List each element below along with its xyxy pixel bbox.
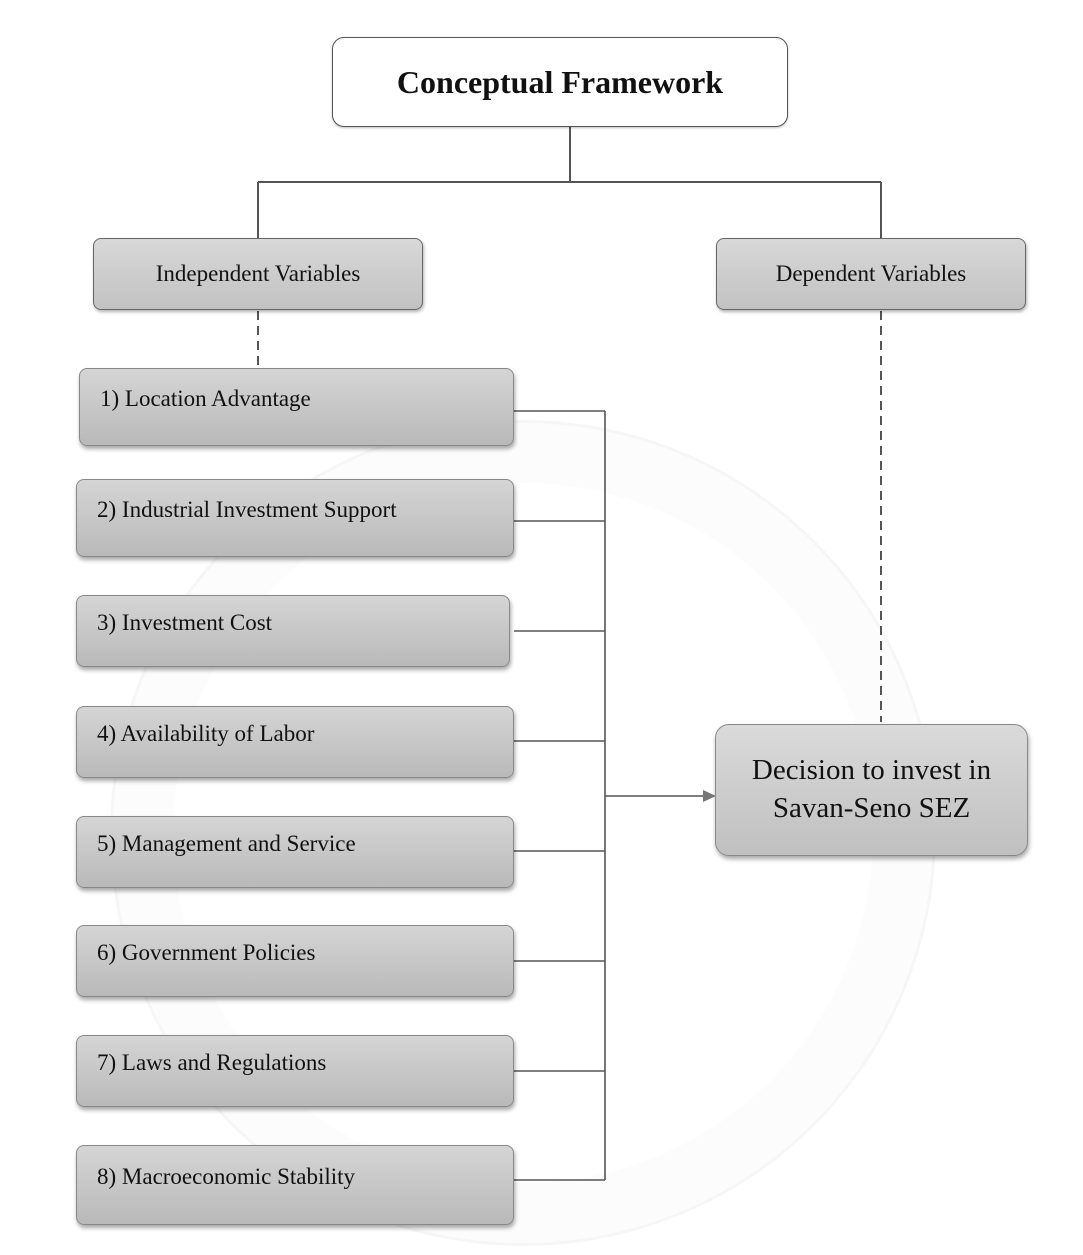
outcome-arrowhead bbox=[703, 790, 716, 802]
variable-laws-and-regulations: 7) Laws and Regulations bbox=[76, 1035, 514, 1107]
variable-industrial-investment-support: 2) Industrial Investment Support bbox=[76, 479, 514, 557]
independent-variables-header: Independent Variables bbox=[93, 238, 423, 310]
dependent-variable-decision: Decision to invest in Savan-Seno SEZ bbox=[715, 724, 1028, 856]
variable-management-and-service: 5) Management and Service bbox=[76, 816, 514, 888]
variable-macroeconomic-stability: 8) Macroeconomic Stability bbox=[76, 1145, 514, 1225]
diagram-title: Conceptual Framework bbox=[332, 37, 788, 127]
variable-investment-cost: 3) Investment Cost bbox=[76, 595, 510, 667]
variable-location-advantage: 1) Location Advantage bbox=[79, 368, 514, 446]
dependent-variables-header: Dependent Variables bbox=[716, 238, 1026, 310]
variable-government-policies: 6) Government Policies bbox=[76, 925, 514, 997]
variable-availability-of-labor: 4) Availability of Labor bbox=[76, 706, 514, 778]
